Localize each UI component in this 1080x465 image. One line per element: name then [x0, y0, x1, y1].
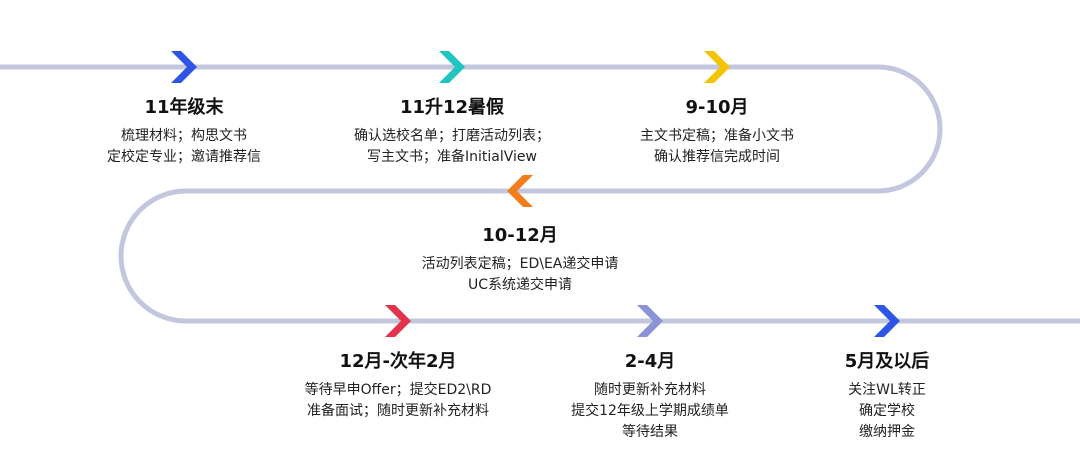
- stage-title: 12月-次年2月: [339, 351, 457, 372]
- stage-task-line: 等待早申Offer；提交ED2\RD: [304, 382, 492, 398]
- stage-task-line: 缴纳押金: [859, 424, 915, 440]
- stage-oct-dec: 10-12月 活动列表定稿；ED\EA递交申请 UC系统递交申请: [422, 224, 619, 296]
- chevron-right-icon: [704, 51, 730, 83]
- stage-sep-oct: 9-10月 主文书定稿；准备小文书 确认推荐信完成时间: [640, 96, 794, 168]
- chevron-right-icon: [171, 51, 197, 83]
- timeline-track: [0, 64, 1080, 324]
- stage-dec-feb: 12月-次年2月 等待早申Offer；提交ED2\RD 准备面试；随时更新补充材…: [305, 350, 492, 422]
- stage-task-line: 随时更新补充材料: [593, 382, 706, 398]
- stage-task-line: 准备面试；随时更新补充材料: [306, 403, 489, 419]
- stage-may-onward: 5月及以后 关注WL转正 确定学校 缴纳押金: [845, 350, 930, 443]
- stage-task-line: 活动列表定稿；ED\EA递交申请: [421, 256, 619, 272]
- chevron-right-icon: [637, 305, 663, 337]
- stage-summer-break: 11升12暑假 确认选校名单；打磨活动列表； 写主文书；准备InitialVie…: [354, 96, 550, 168]
- stage-task-line: 主文书定稿；准备小文书: [640, 128, 794, 144]
- stage-task-line: 确认推荐信完成时间: [654, 149, 780, 165]
- chevron-left-icon: [507, 175, 533, 207]
- chevron-right-icon: [874, 305, 900, 337]
- stage-task-line: 梳理材料；构思文书: [121, 128, 247, 144]
- stage-title: 11升12暑假: [399, 97, 505, 118]
- stage-title: 10-12月: [482, 225, 558, 246]
- stage-task-line: 等待结果: [621, 424, 678, 440]
- stage-11th-grade-end: 11年级末 梳理材料；构思文书 定校定专业；邀请推荐信: [107, 96, 261, 168]
- stage-task-line: 关注WL转正: [848, 382, 926, 398]
- stage-task-line: 写主文书；准备InitialView: [367, 149, 537, 165]
- stage-feb-apr: 2-4月 随时更新补充材料 提交12年级上学期成绩单 等待结果: [571, 350, 729, 443]
- stage-task-line: 提交12年级上学期成绩单: [571, 403, 729, 419]
- stage-title: 2-4月: [624, 351, 676, 372]
- stage-task-line: 确定学校: [859, 403, 915, 419]
- stage-title: 11年级末: [144, 97, 224, 118]
- stage-title: 9-10月: [685, 97, 749, 118]
- chevron-right-icon: [439, 51, 465, 83]
- stage-arrows: [171, 51, 900, 337]
- stage-task-line: UC系统递交申请: [467, 277, 573, 293]
- stage-task-line: 定校定专业；邀请推荐信: [107, 149, 261, 165]
- chevron-right-icon: [385, 305, 411, 337]
- stage-title: 5月及以后: [844, 351, 930, 372]
- stage-task-line: 确认选校名单；打磨活动列表；: [354, 128, 550, 144]
